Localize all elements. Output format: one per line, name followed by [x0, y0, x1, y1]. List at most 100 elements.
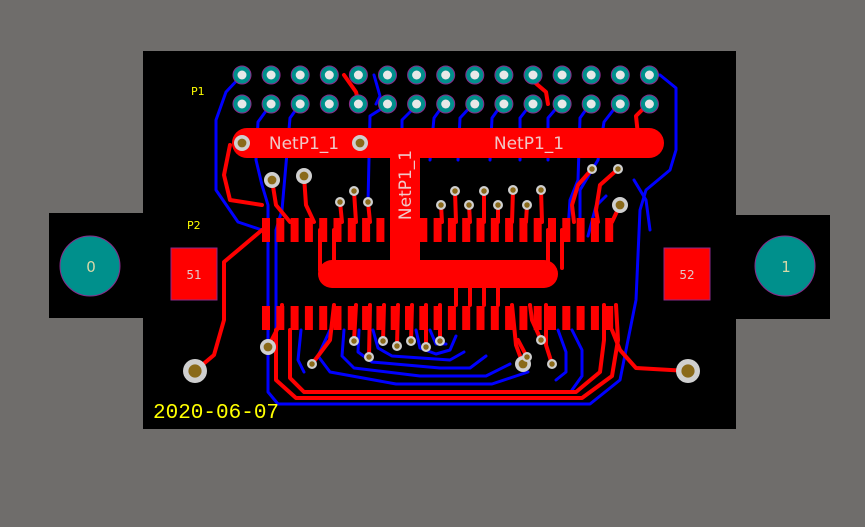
center-bar-pour — [318, 260, 558, 288]
header-pin-drill — [266, 99, 276, 109]
mount-hole-1[interactable] — [754, 235, 816, 297]
header-pin[interactable] — [523, 94, 543, 114]
header-pin[interactable] — [581, 65, 601, 85]
smd-pad-top — [390, 218, 399, 242]
via — [335, 197, 345, 207]
header-pin[interactable] — [610, 94, 630, 114]
header-pin[interactable] — [465, 65, 485, 85]
header-pin[interactable] — [319, 65, 339, 85]
via-drill — [394, 343, 400, 349]
header-pin[interactable] — [552, 65, 572, 85]
header-pin[interactable] — [523, 65, 543, 85]
via-drill — [365, 199, 371, 205]
top-trace — [453, 189, 458, 224]
via — [352, 135, 368, 151]
via-drill — [237, 138, 247, 148]
smd-pad-bottom — [533, 306, 542, 330]
smd-pad-top — [419, 218, 428, 242]
via-drill — [524, 354, 530, 360]
via — [547, 359, 557, 369]
bottom-trace — [254, 73, 678, 406]
header-pin[interactable] — [436, 94, 456, 114]
header-pin-drill — [644, 70, 654, 80]
header-pin[interactable] — [581, 94, 601, 114]
header-pin[interactable] — [232, 65, 252, 85]
mount-holes: 0 1 — [59, 235, 816, 297]
header-pin[interactable] — [348, 94, 368, 114]
header-pin[interactable] — [465, 94, 485, 114]
smd-pad-bottom — [304, 306, 313, 330]
net-labels: NetP1_1 NetP1_1 NetP1_1 — [269, 134, 564, 220]
header-pin[interactable] — [261, 65, 281, 85]
mount-hole-0-label: 0 — [86, 258, 96, 276]
smd-pad-top — [505, 218, 514, 242]
vertical-bus-pour — [390, 143, 420, 283]
header-pin[interactable] — [639, 65, 659, 85]
smd-pad-bottom — [462, 306, 471, 330]
via — [493, 200, 503, 210]
smd-pad-top — [462, 218, 471, 242]
bottom-trace — [296, 328, 306, 374]
header-pin[interactable] — [639, 94, 659, 114]
header-pin[interactable] — [378, 65, 397, 85]
pad-51[interactable] — [170, 247, 218, 301]
via-drill — [549, 361, 555, 367]
header-pin-drill — [237, 70, 247, 80]
header-pin[interactable] — [407, 65, 427, 85]
mount-hole-0[interactable] — [59, 235, 121, 297]
via-drill — [380, 338, 386, 344]
header-pin[interactable] — [378, 94, 397, 114]
top-trace — [302, 174, 316, 224]
via-drill — [495, 202, 501, 208]
bottom-trace — [372, 73, 382, 106]
via-drill — [188, 364, 202, 378]
header-pin[interactable] — [407, 94, 427, 114]
top-trace — [510, 188, 515, 224]
smd-pad-top — [576, 218, 585, 242]
header-pin-drill — [266, 70, 276, 80]
pad-52[interactable] — [663, 247, 711, 301]
via — [234, 135, 250, 151]
top-trace — [544, 303, 554, 366]
via-drill — [437, 338, 443, 344]
header-pin[interactable] — [610, 65, 630, 85]
header-pin-drill — [557, 99, 567, 109]
header-pin[interactable] — [348, 65, 368, 85]
pad-52-label: 52 — [679, 268, 694, 282]
via — [392, 341, 402, 351]
header-pin-drill — [499, 70, 509, 80]
smd-pad-top — [262, 218, 270, 242]
header-pin[interactable] — [232, 94, 252, 114]
pad-51-label: 51 — [186, 268, 201, 282]
via — [587, 164, 597, 174]
bottom-trace — [554, 328, 568, 382]
header-pin-drill — [295, 70, 305, 80]
header-pin-drill — [586, 99, 596, 109]
smd-pad-bottom — [290, 306, 299, 330]
via-drill — [366, 354, 372, 360]
header-pin[interactable] — [290, 94, 310, 114]
header-pin[interactable] — [261, 94, 281, 114]
header-pin[interactable] — [494, 65, 514, 85]
vias — [183, 135, 700, 383]
smd-pad-bottom — [405, 306, 413, 330]
smd-pad-top — [304, 218, 313, 242]
header-pin[interactable] — [552, 94, 572, 114]
top-trace — [594, 167, 620, 224]
header-pin[interactable] — [436, 65, 456, 85]
header-pin[interactable] — [290, 65, 310, 85]
via-drill — [351, 188, 357, 194]
header-pin-drill — [324, 70, 334, 80]
header-pin[interactable] — [494, 94, 514, 114]
p1-header-pads — [232, 65, 659, 114]
header-pin-drill — [383, 99, 392, 109]
header-pin[interactable] — [319, 94, 339, 114]
smd-pad-bottom — [490, 306, 499, 330]
smd-pad-bottom — [562, 306, 571, 330]
via-drill — [615, 200, 625, 210]
header-pin-drill — [528, 70, 538, 80]
header-pin-drill — [615, 70, 625, 80]
header-pin-drill — [412, 70, 422, 80]
